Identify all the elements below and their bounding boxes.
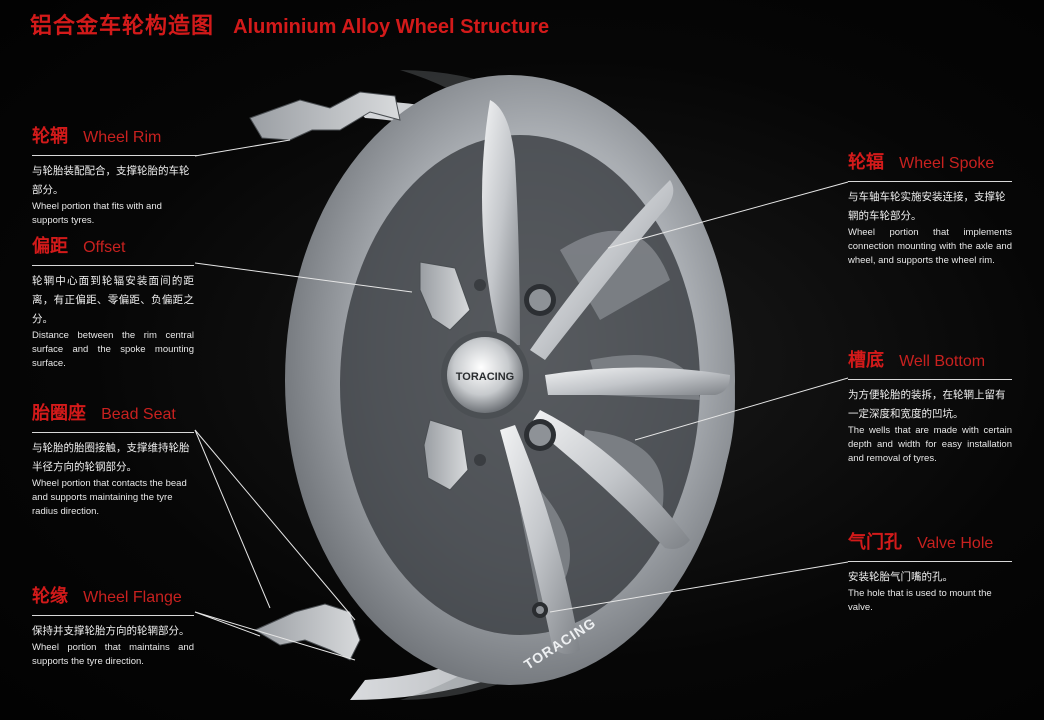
page-title: 铝合金车轮构造图 Aluminium Alloy Wheel Structure xyxy=(30,8,549,40)
bead-seat-desc-en: Wheel portion that contacts the bead and… xyxy=(32,478,187,517)
wheel-spoke-rule xyxy=(848,181,1012,182)
rim-cross-section xyxy=(249,91,471,661)
leader-wheel-flange xyxy=(194,611,261,637)
callout-wheel-flange: 轮缘 Wheel Flange 保持并支撑轮胎方向的轮辋部分。 Wheel po… xyxy=(32,586,194,669)
wheel-flange-desc-zh: 保持并支撑轮胎方向的轮辋部分。 xyxy=(32,625,190,637)
wheel-rim-label-zh: 轮辋 xyxy=(32,126,68,147)
valve-hole-mark xyxy=(532,602,548,618)
hub-cap xyxy=(441,331,529,419)
wheel-flange-desc-en: Wheel portion that maintains and support… xyxy=(32,642,194,667)
wheel-spoke-label-zh: 轮辐 xyxy=(848,152,884,173)
bead-seat-desc-zh: 与轮胎的胎圈接触，支撑维持轮胎半径方向的轮钢部分。 xyxy=(32,442,190,473)
callout-bead-seat: 胎圈座 Bead Seat 与轮胎的胎圈接触，支撑维持轮胎半径方向的轮钢部分。 … xyxy=(32,403,194,519)
wheel-flange-rule xyxy=(32,615,194,616)
well-bottom-label-zh: 槽底 xyxy=(848,350,884,371)
leader-wheel-flange-2 xyxy=(194,611,356,661)
wheel-rim-desc-en: Wheel portion that fits with and support… xyxy=(32,201,162,226)
bead-seat-label-en: Bead Seat xyxy=(101,406,176,423)
wheel-spoke-desc-zh: 与车轴车轮实施安装连接，支撑轮辋的车轮部分。 xyxy=(848,191,1006,222)
wheel-rim-rule xyxy=(32,155,197,156)
bead-seat-rule xyxy=(32,432,194,433)
bead-seat-label-zh: 胎圈座 xyxy=(32,403,86,424)
valve-hole-label-en: Valve Hole xyxy=(917,535,994,552)
offset-desc-en: Distance between the rim central surface… xyxy=(32,330,194,369)
title-english: Aluminium Alloy Wheel Structure xyxy=(233,16,550,38)
offset-rule xyxy=(32,265,194,266)
leader-wheel-spoke xyxy=(607,181,849,249)
offset-label-zh: 偏距 xyxy=(32,236,68,257)
wheel-spoke-desc-en: Wheel portion that implements connection… xyxy=(848,227,1012,266)
title-chinese: 铝合金车轮构造图 xyxy=(30,14,215,39)
leader-bead-seat-2 xyxy=(194,429,356,621)
well-bottom-label-en: Well Bottom xyxy=(899,353,986,370)
wheel-flange-label-en: Wheel Flange xyxy=(83,589,182,606)
wheel-flange-label-zh: 轮缘 xyxy=(32,586,68,607)
leader-lines xyxy=(194,139,849,661)
leader-wheel-rim xyxy=(194,139,291,157)
hub-logo-text: TORACING xyxy=(456,371,514,383)
wheel-rim-desc-zh: 与轮胎装配配合，支撑轮胎的车轮部分。 xyxy=(32,165,190,196)
lug-holes xyxy=(474,279,556,466)
valve-hole-label-zh: 气门孔 xyxy=(848,532,902,553)
valve-hole-rule xyxy=(848,561,1012,562)
wheel-spokes xyxy=(482,100,730,654)
callout-wheel-spoke: 轮辐 Wheel Spoke 与车轴车轮实施安装连接，支撑轮辋的车轮部分。 Wh… xyxy=(848,152,1012,268)
callout-wheel-rim: 轮辋 Wheel Rim 与轮胎装配配合，支撑轮胎的车轮部分。 Wheel po… xyxy=(32,126,197,228)
leader-well-bottom xyxy=(634,377,849,441)
valve-hole-desc-zh: 安装轮胎气门嘴的孔。 xyxy=(848,571,953,583)
well-bottom-rule xyxy=(848,379,1012,380)
callout-valve-hole: 气门孔 Valve Hole 安装轮胎气门嘴的孔。 The hole that … xyxy=(848,532,1012,615)
callout-offset: 偏距 Offset 轮辋中心面到轮辐安装面间的距离，有正偏距、零偏距、负偏距之分… xyxy=(32,236,194,371)
well-bottom-desc-zh: 为方便轮胎的装拆，在轮辋上留有一定深度和宽度的凹坑。 xyxy=(848,389,1006,420)
wheel-rim-label-en: Wheel Rim xyxy=(83,129,162,146)
valve-hole-desc-en: The hole that is used to mount the valve… xyxy=(848,588,992,613)
well-bottom-desc-en: The wells that are made with certain dep… xyxy=(848,425,1012,464)
offset-label-en: Offset xyxy=(83,239,126,256)
offset-desc-zh: 轮辋中心面到轮辐安装面间的距离，有正偏距、零偏距、负偏距之分。 xyxy=(32,275,194,325)
leader-offset xyxy=(194,262,413,293)
leader-bead-seat xyxy=(194,429,271,609)
leader-valve-hole xyxy=(549,561,849,613)
wheel-spoke-label-en: Wheel Spoke xyxy=(899,155,995,172)
callout-well-bottom: 槽底 Well Bottom 为方便轮胎的装拆，在轮辋上留有一定深度和宽度的凹坑… xyxy=(848,350,1012,466)
